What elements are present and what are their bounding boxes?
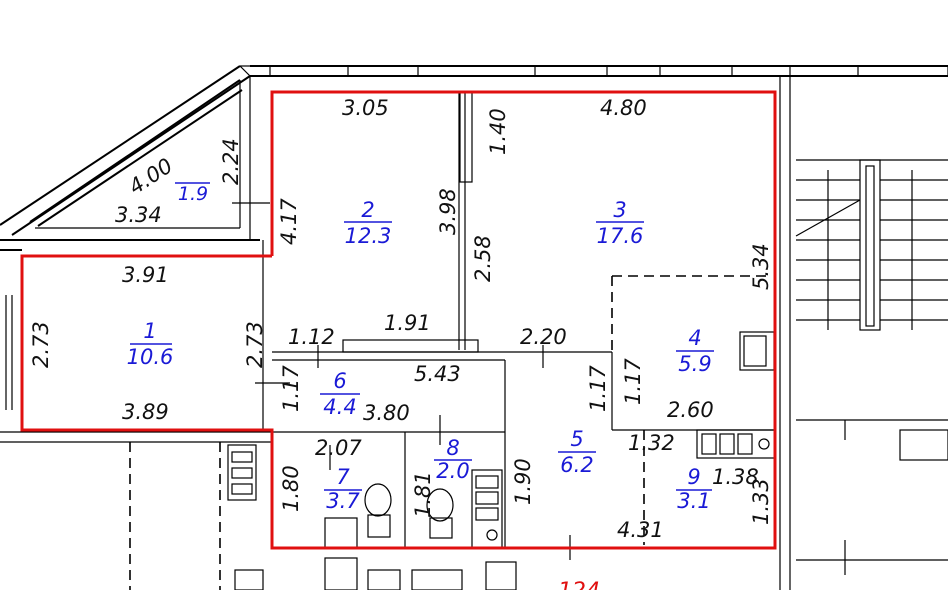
room-labels: 1 10.6 2 12.3 3 17.6 4 5.9 5 6.2 6 4.4: [127, 182, 714, 513]
dimension-labels: 3.05 4.80 1.40 2.24 4.00 3.34 4.17 3.98 …: [29, 96, 773, 542]
dim-1-91: 1.91: [384, 311, 431, 335]
dim-2-24: 2.24: [219, 138, 243, 185]
room-5-number: 5: [570, 427, 583, 451]
dim-4-00: 4.00: [125, 154, 177, 200]
room-5-area: 6.2: [560, 453, 593, 477]
room-2-label: 2 12.3: [344, 198, 392, 248]
room-9-area: 3.1: [677, 489, 710, 513]
room-1-area: 10.6: [127, 345, 174, 369]
room-2-area: 12.3: [345, 224, 392, 248]
dim-1-80: 1.80: [279, 465, 303, 512]
dim-3-91: 3.91: [122, 263, 169, 287]
dim-4-31: 4.31: [617, 518, 664, 542]
room-6-area: 4.4: [323, 395, 356, 419]
room-5-label: 5 6.2: [558, 427, 596, 477]
room-4-area: 5.9: [678, 352, 711, 376]
building-walls: [0, 65, 948, 590]
dim-1-38: 1.38: [712, 465, 759, 489]
room-6-number: 6: [333, 369, 346, 393]
dim-4-80: 4.80: [600, 96, 647, 120]
dim-1-33: 1.33: [749, 478, 773, 525]
dim-1-90: 1.90: [511, 458, 535, 505]
room-3-number: 3: [613, 198, 626, 222]
dim-5-43: 5.43: [414, 362, 461, 386]
room-3-label: 3 17.6: [596, 198, 644, 248]
dim-1-32: 1.32: [628, 431, 675, 455]
room-7-number: 7: [336, 465, 350, 489]
dim-1-40: 1.40: [486, 108, 510, 155]
room-4-label: 4 5.9: [676, 326, 714, 376]
dim-1-17-left: 1.17: [279, 365, 303, 412]
balcony-area: 1.9: [178, 183, 208, 205]
dim-4-17: 4.17: [277, 198, 301, 245]
room-1-number: 1: [143, 319, 156, 343]
dim-5-34: 5.34: [749, 243, 773, 290]
staircase: [795, 159, 948, 575]
dim-3-80: 3.80: [363, 401, 410, 425]
room-4-number: 4: [688, 326, 701, 350]
room-7-area: 3.7: [326, 489, 360, 513]
room-9-label: 9 3.1: [676, 465, 712, 513]
dim-2-20: 2.20: [520, 325, 567, 349]
room-3-area: 17.6: [597, 224, 644, 248]
dim-2-73-left: 2.73: [29, 321, 53, 368]
room-7-label: 7 3.7: [324, 465, 362, 513]
dim-2-07: 2.07: [315, 436, 362, 460]
dim-1-81: 1.81: [411, 471, 435, 518]
room-9-number: 9: [687, 465, 700, 489]
dim-1-12: 1.12: [288, 325, 335, 349]
dim-2-58: 2.58: [471, 235, 495, 282]
room-1-label: 1 10.6: [127, 319, 174, 369]
dim-3-05: 3.05: [342, 96, 389, 120]
dim-1-17-right: 1.17: [621, 358, 645, 405]
dim-2-60: 2.60: [667, 398, 714, 422]
room-8-area: 2.0: [436, 459, 469, 483]
dim-2-73-right: 2.73: [243, 321, 267, 368]
room-8-label: 8 2.0: [434, 436, 472, 483]
apartment-outline: [20, 90, 777, 550]
apartment-mark: 124: [558, 579, 600, 590]
room-6-label: 6 4.4: [320, 369, 360, 419]
dim-3-34: 3.34: [115, 203, 162, 227]
dim-3-98: 3.98: [436, 188, 460, 235]
room-2-number: 2: [361, 198, 374, 222]
dim-3-89: 3.89: [122, 400, 169, 424]
room-8-number: 8: [446, 436, 459, 460]
dim-1-17-mid: 1.17: [586, 365, 610, 412]
